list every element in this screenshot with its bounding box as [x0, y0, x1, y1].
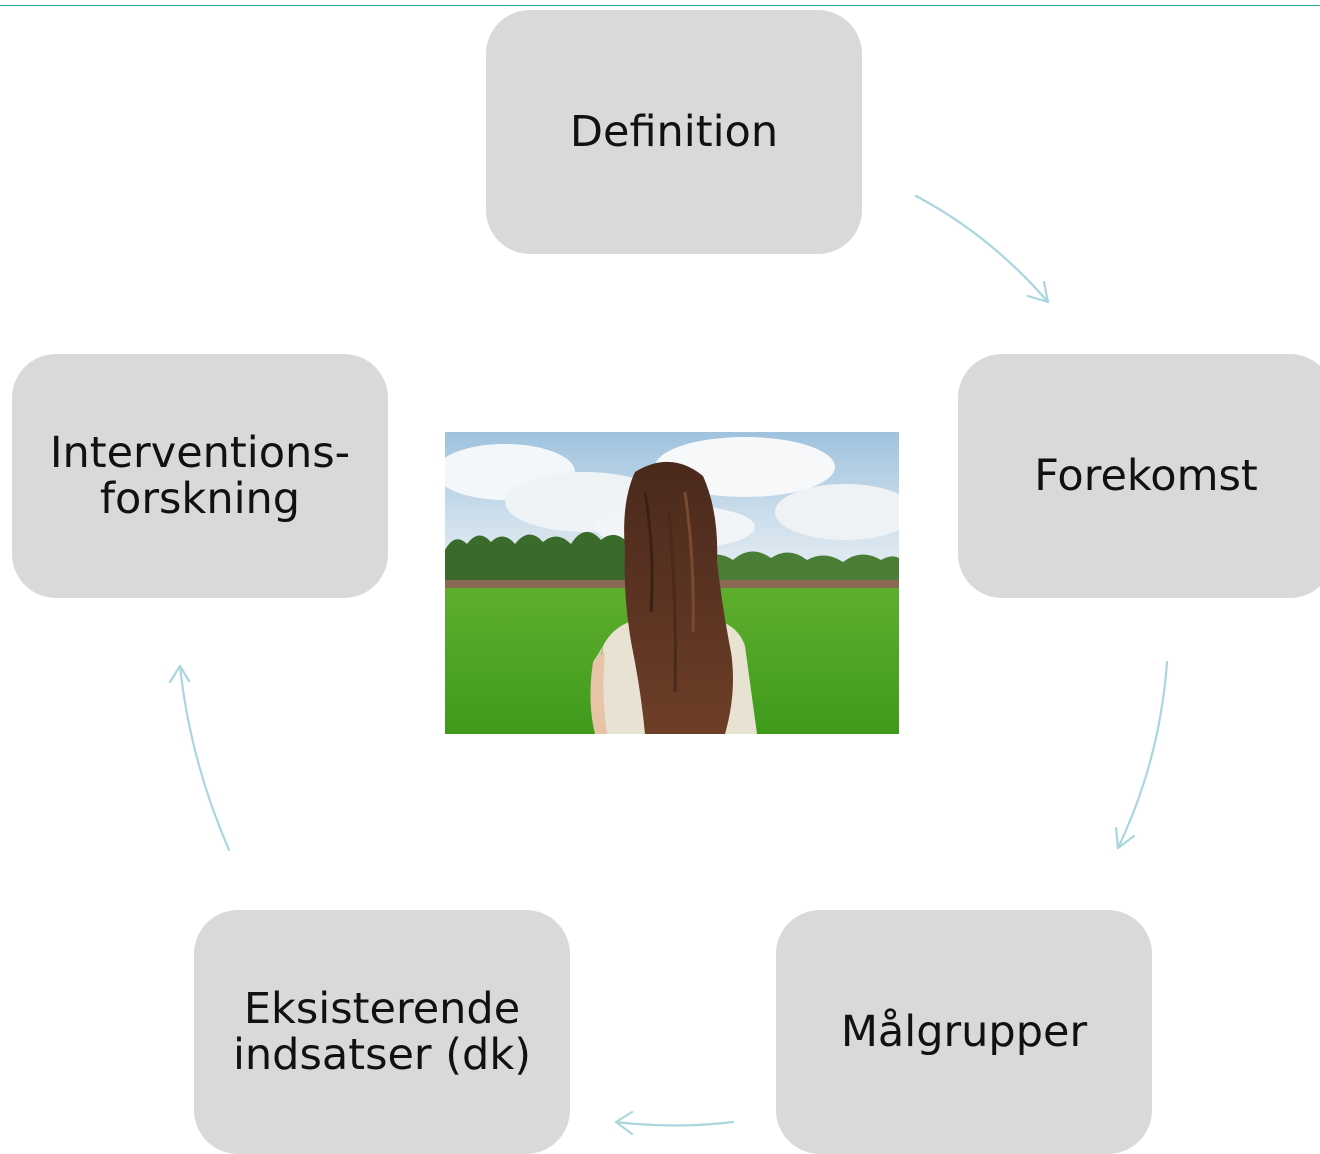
node-definition: Definition [486, 10, 862, 254]
arrow-malgrupper-to-eksisterende [614, 1120, 735, 1127]
arrow-head-4 [168, 664, 191, 684]
center-photo [445, 432, 899, 734]
arrow-head-3 [614, 1110, 634, 1136]
node-definition-label: Definition [569, 107, 779, 157]
node-eksisterende: Eksisterende indsatser (dk) [194, 910, 570, 1154]
arrow-forekomst-to-malgrupper [1116, 660, 1169, 850]
node-eksisterende-line2: indsatser (dk) [232, 1030, 532, 1080]
node-intervention-line1: Interventions- [49, 428, 351, 478]
arrow-eksisterende-to-intervention [178, 664, 231, 852]
arrow-head-1 [1026, 280, 1050, 304]
node-eksisterende-line1: Eksisterende [243, 984, 521, 1034]
arrow-definition-to-forekomst [914, 194, 1050, 304]
arrow-head-2 [1114, 826, 1136, 850]
node-malgrupper: Målgrupper [776, 910, 1152, 1154]
node-intervention-line2: forskning [99, 474, 301, 524]
node-forekomst-label: Forekomst [1034, 451, 1258, 501]
node-forekomst: Forekomst [958, 354, 1320, 598]
top-rule [0, 5, 1320, 6]
node-malgrupper-label: Målgrupper [840, 1007, 1088, 1057]
node-intervention: Interventions- forskning [12, 354, 388, 598]
center-photo-drawing [445, 432, 899, 734]
